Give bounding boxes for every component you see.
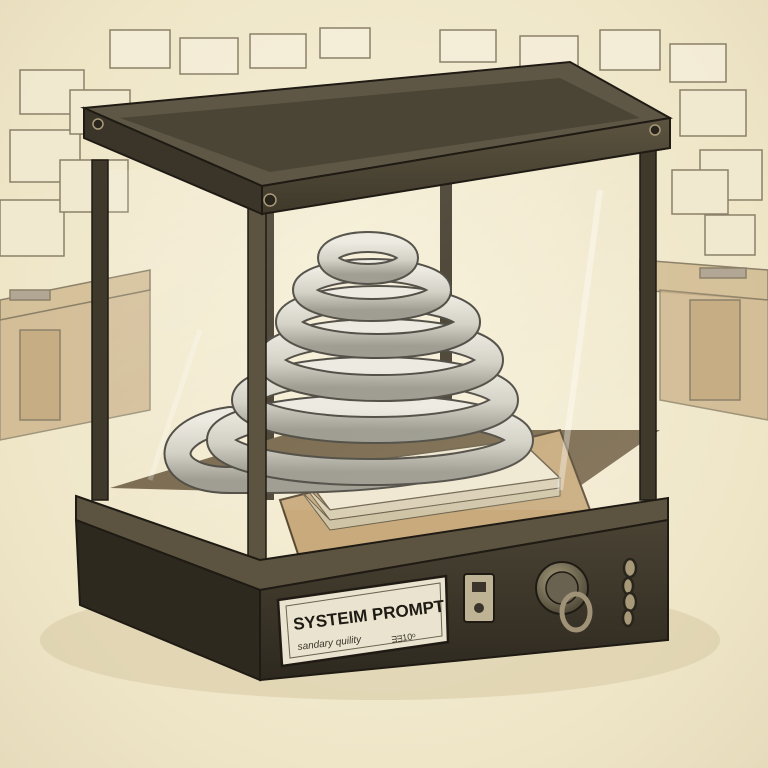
- glass-case: [98, 170, 658, 510]
- bolt-icon: [649, 124, 661, 136]
- front-posts: [91, 149, 657, 561]
- switch-panel: [463, 573, 495, 623]
- bolt-icon: [263, 193, 277, 207]
- label-plate: SYSTEIM PROMPT sandary quility ᴟᴟ10ᵒ: [276, 574, 450, 668]
- top-lid: [80, 60, 673, 216]
- key-ring-icon: [559, 591, 593, 633]
- control-knob[interactable]: [535, 561, 593, 633]
- chain-icon: [621, 557, 638, 628]
- plate-code: ᴟᴟ10ᵒ: [391, 631, 417, 644]
- monitor-row-left: [0, 69, 131, 257]
- bolt-icon: [92, 118, 104, 130]
- monitor-row-right: [671, 89, 763, 256]
- monitor-row-back: [109, 27, 727, 83]
